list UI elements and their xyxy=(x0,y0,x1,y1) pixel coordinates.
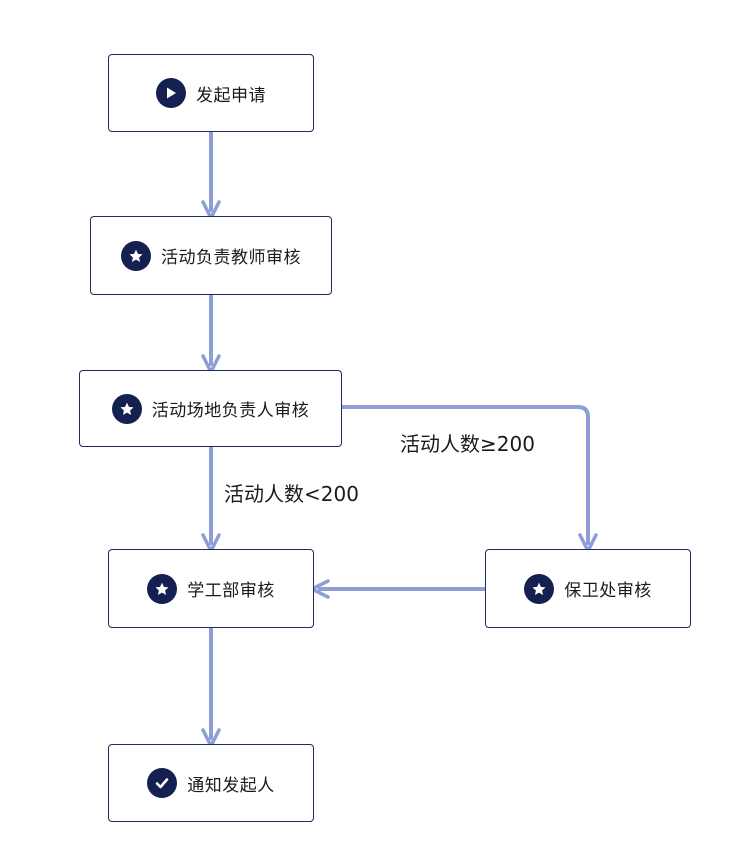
node-label: 学工部审核 xyxy=(187,581,275,601)
check-icon xyxy=(147,768,178,798)
node-label: 保卫处审核 xyxy=(564,581,652,601)
play-icon xyxy=(156,78,186,108)
node-teacher-review[interactable]: 活动负责教师审核 xyxy=(90,216,332,295)
edge-venue-to-security-ge200 xyxy=(340,405,598,553)
star-icon xyxy=(524,573,555,604)
star-icon xyxy=(121,240,151,271)
node-label: 活动负责教师审核 xyxy=(161,248,301,268)
node-label: 通知发起人 xyxy=(187,775,275,796)
node-student-affairs-review[interactable]: 学工部审核 xyxy=(108,549,314,628)
edge-label-ge200: 活动人数≥200 xyxy=(398,428,537,457)
node-notify[interactable]: 通知发起人 xyxy=(108,744,314,822)
node-venue-review[interactable]: 活动场地负责人审核 xyxy=(79,370,342,447)
star-icon xyxy=(111,393,142,424)
edge-label-lt200: 活动人数<200 xyxy=(222,478,361,507)
star-icon xyxy=(147,573,178,604)
node-label: 发起申请 xyxy=(196,85,266,106)
node-start[interactable]: 发起申请 xyxy=(108,54,314,132)
node-label: 活动场地负责人审核 xyxy=(151,401,310,421)
node-security-review[interactable]: 保卫处审核 xyxy=(485,549,691,628)
